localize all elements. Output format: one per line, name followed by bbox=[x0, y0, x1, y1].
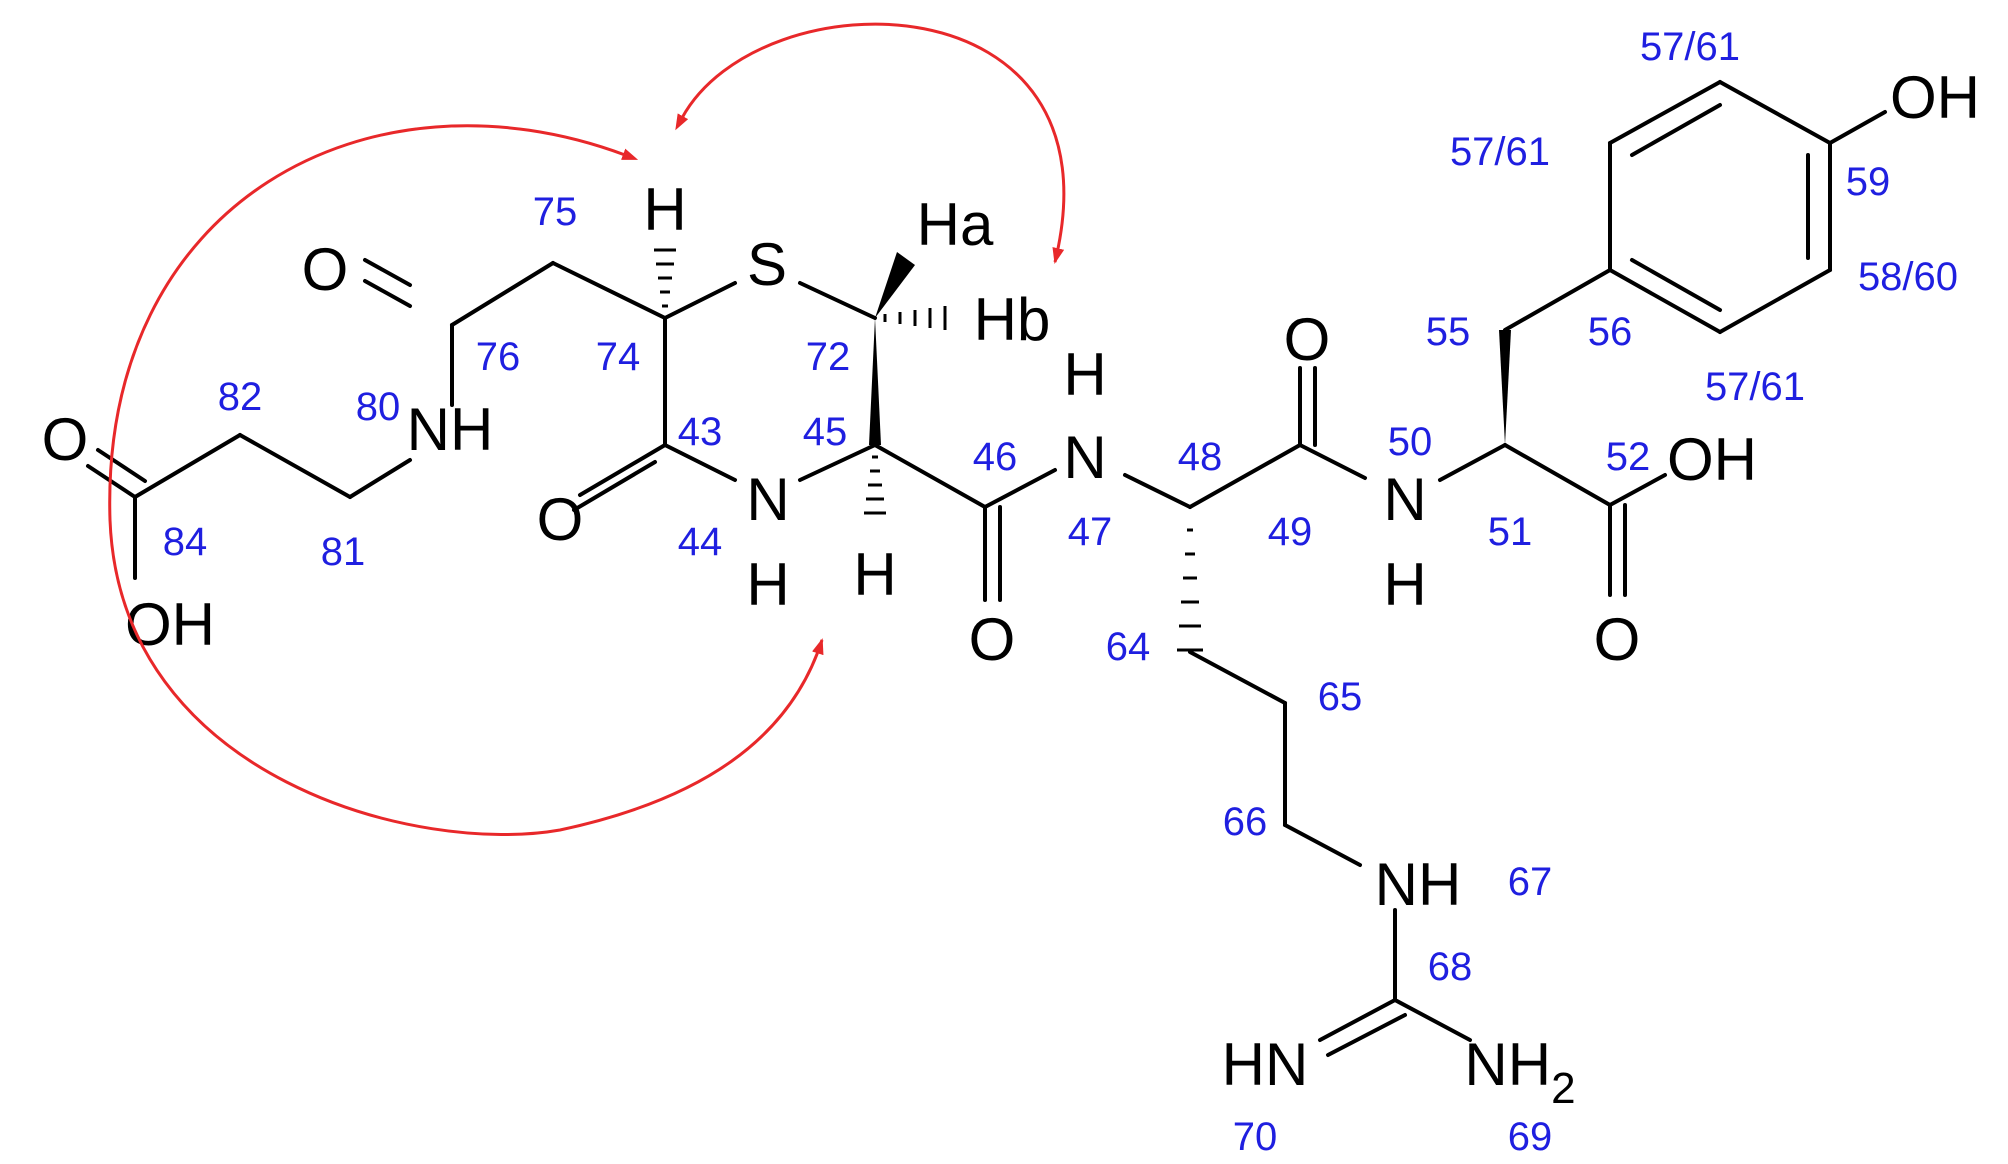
atom-labels: O NH S H Ha Hb O OH O N H H O H N O N H … bbox=[42, 64, 1980, 1113]
atom-h74: H bbox=[643, 176, 686, 243]
arrow-h74-h45 bbox=[108, 124, 824, 837]
atom-oh59: OH bbox=[1890, 64, 1980, 131]
atom-o49: O bbox=[1284, 306, 1331, 373]
num-80: 80 bbox=[356, 385, 401, 429]
num-44: 44 bbox=[678, 520, 723, 564]
num-47: 47 bbox=[1068, 510, 1113, 554]
num-67: 67 bbox=[1508, 860, 1553, 904]
num-50: 50 bbox=[1388, 420, 1433, 464]
noe-arrows bbox=[108, 22, 1066, 837]
atom-nh80: NH bbox=[407, 396, 494, 463]
atom-n44: N bbox=[746, 466, 789, 533]
atom-h50: H bbox=[1383, 551, 1426, 618]
atom-o76: O bbox=[302, 236, 349, 303]
atom-s: S bbox=[747, 231, 787, 298]
atom-oh52: OH bbox=[1667, 426, 1757, 493]
atom-h44: H bbox=[746, 551, 789, 618]
atom-o52: O bbox=[1594, 606, 1641, 673]
atom-n47: N bbox=[1063, 424, 1106, 491]
atom-n50: N bbox=[1383, 466, 1426, 533]
num-66: 66 bbox=[1223, 800, 1268, 844]
num-55: 55 bbox=[1426, 310, 1471, 354]
num-51: 51 bbox=[1488, 510, 1533, 554]
num-46: 46 bbox=[973, 435, 1018, 479]
num-48: 48 bbox=[1178, 435, 1223, 479]
num-49: 49 bbox=[1268, 510, 1313, 554]
num-75: 75 bbox=[533, 190, 578, 234]
num-65: 65 bbox=[1318, 675, 1363, 719]
num-57-61-left: 57/61 bbox=[1450, 130, 1550, 174]
num-52: 52 bbox=[1606, 435, 1651, 479]
num-58-60: 58/60 bbox=[1858, 255, 1958, 299]
arrow-h74-hb bbox=[675, 22, 1066, 264]
atom-nh67: NH bbox=[1375, 851, 1462, 918]
atom-o43: O bbox=[537, 486, 584, 553]
num-56: 56 bbox=[1588, 310, 1633, 354]
num-76: 76 bbox=[476, 335, 521, 379]
num-59: 59 bbox=[1846, 160, 1891, 204]
num-57-61-bottom: 57/61 bbox=[1705, 365, 1805, 409]
number-labels: 75 76 74 72 82 80 43 45 46 48 50 52 84 8… bbox=[163, 25, 1958, 1159]
num-43: 43 bbox=[678, 410, 723, 454]
num-45: 45 bbox=[803, 410, 848, 454]
atom-hb: Hb bbox=[974, 286, 1051, 353]
num-82: 82 bbox=[218, 375, 263, 419]
num-70: 70 bbox=[1233, 1115, 1278, 1159]
num-64: 64 bbox=[1106, 625, 1151, 669]
atom-h47: H bbox=[1063, 341, 1106, 408]
atom-o84: O bbox=[42, 406, 89, 473]
atom-hn70: HN bbox=[1222, 1031, 1309, 1098]
num-84: 84 bbox=[163, 520, 208, 564]
atom-ha: Ha bbox=[917, 191, 994, 258]
num-74: 74 bbox=[596, 335, 641, 379]
atom-h45: H bbox=[853, 541, 896, 608]
atom-o46: O bbox=[969, 606, 1016, 673]
atom-oh84: OH bbox=[125, 591, 215, 658]
num-72: 72 bbox=[806, 335, 851, 379]
num-68: 68 bbox=[1428, 945, 1473, 989]
num-69: 69 bbox=[1508, 1115, 1553, 1159]
num-81: 81 bbox=[321, 530, 366, 574]
num-57-61-top: 57/61 bbox=[1640, 25, 1740, 69]
atom-nh69: NH2 bbox=[1464, 1031, 1575, 1113]
